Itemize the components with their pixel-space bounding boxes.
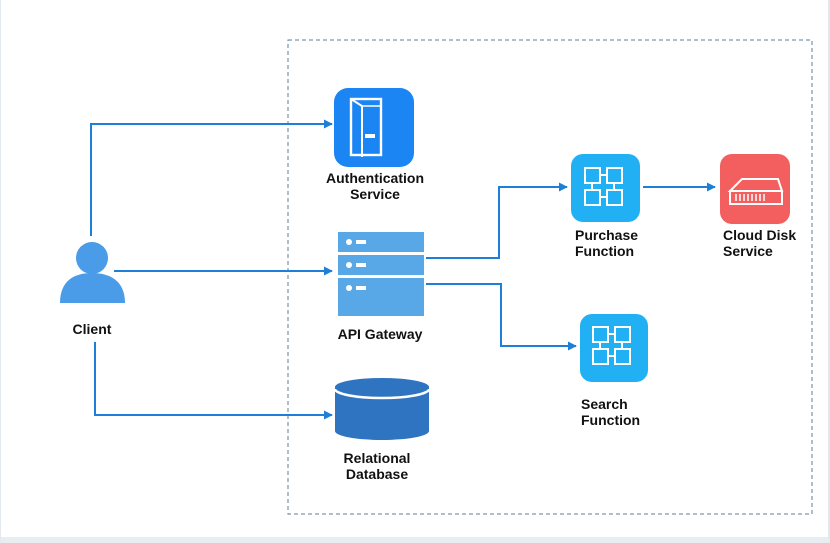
client-label: Client	[72, 321, 112, 337]
purchase-function-label: Purchase Function	[575, 227, 639, 259]
disk-drive-icon	[720, 154, 790, 224]
arrow-gateway-to-search	[426, 283, 577, 351]
arrow-client-to-auth	[90, 119, 333, 236]
user-icon	[60, 242, 125, 303]
arrow-client-to-database	[94, 342, 333, 420]
api-gateway-label: API Gateway	[337, 326, 423, 342]
function-chip-icon	[571, 154, 640, 222]
search-function-label: Search Function	[581, 396, 641, 428]
service-boundary	[287, 39, 813, 515]
connectors	[90, 119, 716, 420]
arrow-gateway-to-purchase	[426, 182, 568, 259]
cloud-disk-service-label: Cloud Disk Service	[723, 227, 797, 259]
authentication-service-label: Authentication Service	[326, 170, 424, 202]
relational-database-label: Relational Database	[343, 450, 411, 482]
function-chip-icon	[580, 314, 648, 382]
server-tower-icon	[334, 88, 414, 167]
database-cylinder-icon	[333, 378, 431, 440]
server-rack-icon	[338, 232, 424, 316]
